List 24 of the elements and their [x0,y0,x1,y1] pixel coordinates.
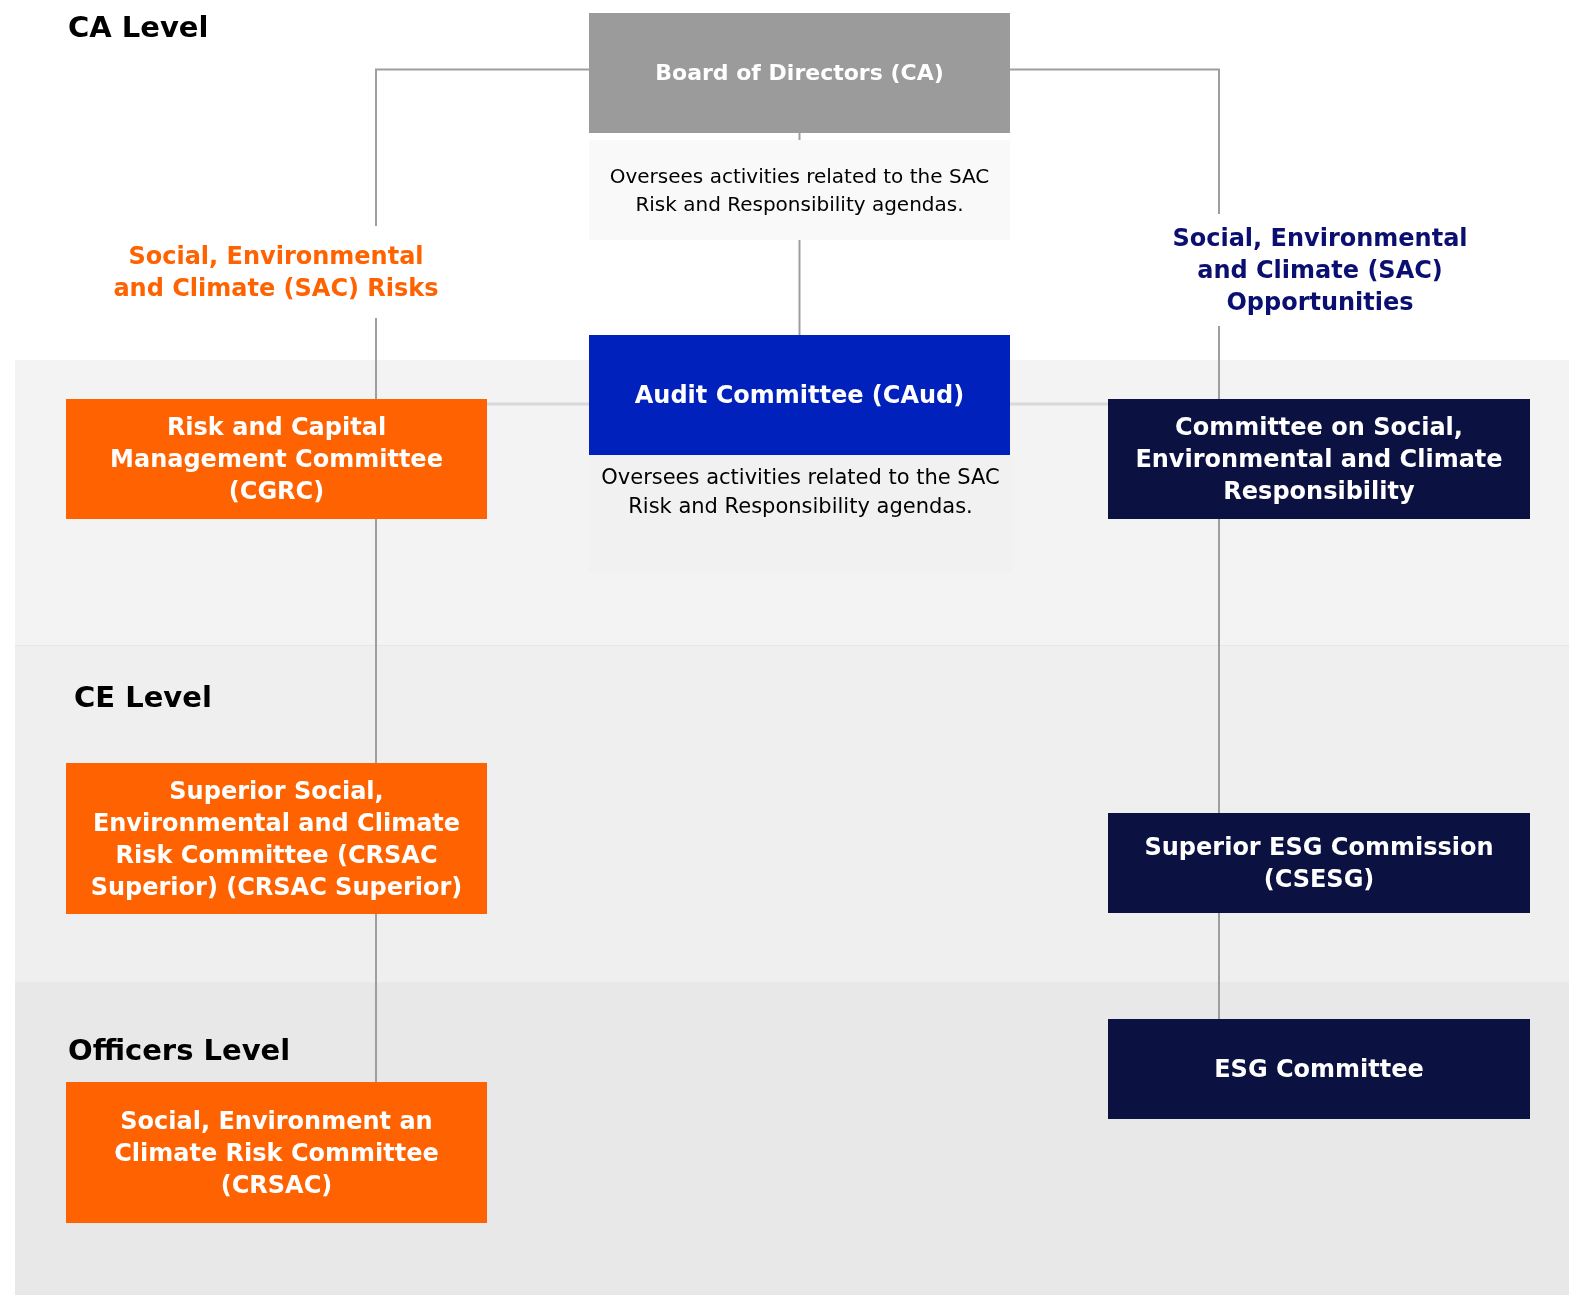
committee-box: Audit Committee (CAud) [589,335,1010,455]
connector-line [1009,68,1220,215]
connector-line [1218,518,1220,814]
note-box: Oversees activities related to the SAC Risk and Responsibility agendas. [589,140,1010,240]
level-label: CE Level [74,679,212,716]
connector-line [798,239,801,336]
level-label: CA Level [68,9,209,46]
connector-line [375,518,377,764]
connector-line [375,68,590,227]
connector-line [375,913,377,1083]
committee-box: Superior Social, Environmental and Climate Risk Committee (CRSAC Superior) (CRSAC Superior) [66,763,487,914]
board-box: Board of Directors (CA) [589,13,1010,133]
branch-heading: Social, Environmental and Climate (SAC) Risks [96,226,456,318]
committee-box: Committee on Social, Environmental and Climate Responsibility [1108,399,1530,519]
committee-box: Superior ESG Commission (CSESG) [1108,813,1530,913]
connector-line [1218,912,1220,1020]
committee-box: Risk and Capital Management Committee (CGRC) [66,399,487,519]
committee-box: ESG Committee [1108,1019,1530,1119]
connector-line [1218,325,1220,400]
committee-box: Social, Environment an Climate Risk Committee (CRSAC) [66,1082,487,1223]
connector-line [375,317,377,400]
branch-heading: Social, Environmental and Climate (SAC) Opportunities [1130,214,1510,326]
connector-line [798,132,801,141]
level-label: Officers Level [68,1032,291,1069]
